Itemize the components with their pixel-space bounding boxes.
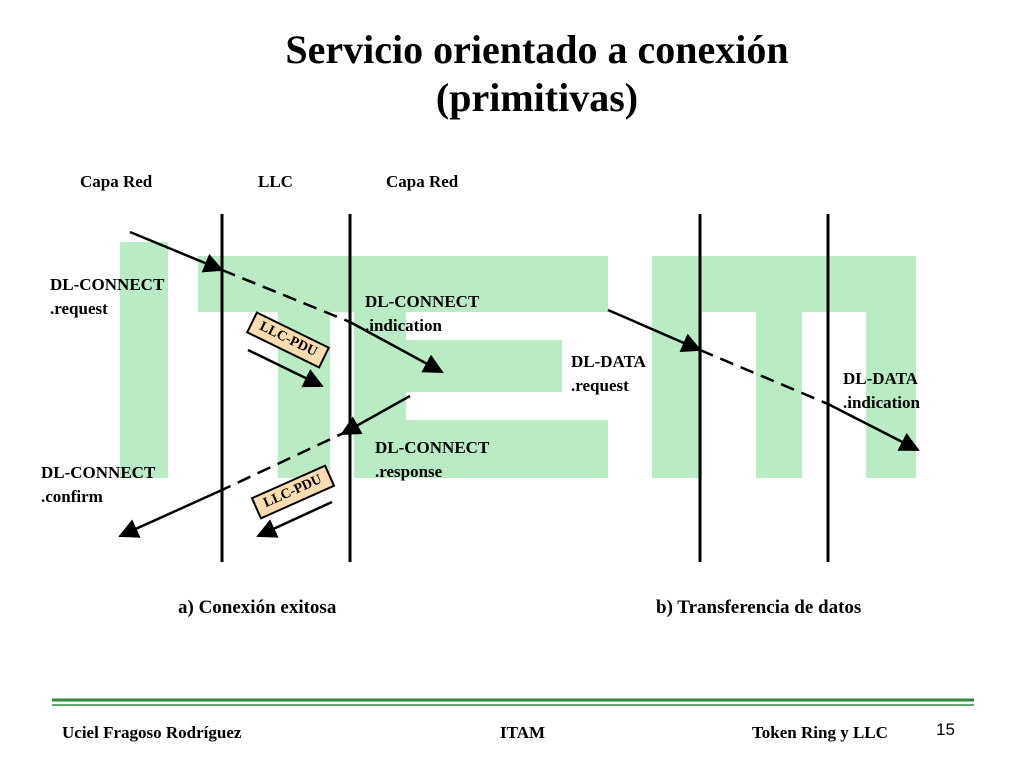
label-data-indication: DL-DATA .indication <box>843 369 920 412</box>
response-arrow <box>340 394 411 436</box>
caption-data-transfer: b) Transferencia de datos <box>656 597 862 618</box>
pdu-response-arrow <box>256 500 333 538</box>
header-middle-layer: LLC <box>258 172 293 191</box>
page-number: 15 <box>936 720 955 739</box>
data-indication-arrow <box>827 402 920 452</box>
slide-title-line1: Servicio orientado a conexión <box>285 27 789 72</box>
footer-topic: Token Ring y LLC <box>752 723 888 742</box>
caption-successful-connection: a) Conexión exitosa <box>178 597 337 618</box>
footer-institution: ITAM <box>500 723 546 742</box>
header-right-layer: Capa Red <box>386 172 459 191</box>
data-request-arrow <box>607 308 702 352</box>
pdu-request-arrow <box>247 348 324 388</box>
slide-title: Servicio orientado a conexión (primitiva… <box>0 26 1024 122</box>
header-left-layer: Capa Red <box>80 172 153 191</box>
request-arrow <box>129 230 224 273</box>
footer-author: Uciel Fragoso Rodríguez <box>62 723 242 742</box>
label-connect-response: DL-CONNECT .response <box>375 438 490 481</box>
label-connect-request: DL-CONNECT .request <box>50 275 165 318</box>
label-connect-indication: DL-CONNECT .indication <box>365 292 480 335</box>
data-pdu-dashed-line <box>699 348 829 406</box>
label-data-request: DL-DATA .request <box>571 352 646 395</box>
indication-arrow <box>349 320 444 374</box>
confirm-arrow <box>118 488 223 538</box>
itam-watermark-logo <box>120 242 916 478</box>
slide-title-line2: (primitivas) <box>435 75 639 120</box>
footer-rule <box>52 698 974 706</box>
request-pdu-dashed-line <box>221 268 351 324</box>
label-connect-confirm: DL-CONNECT .confirm <box>41 463 156 506</box>
response-pdu-dashed-line <box>221 428 351 492</box>
